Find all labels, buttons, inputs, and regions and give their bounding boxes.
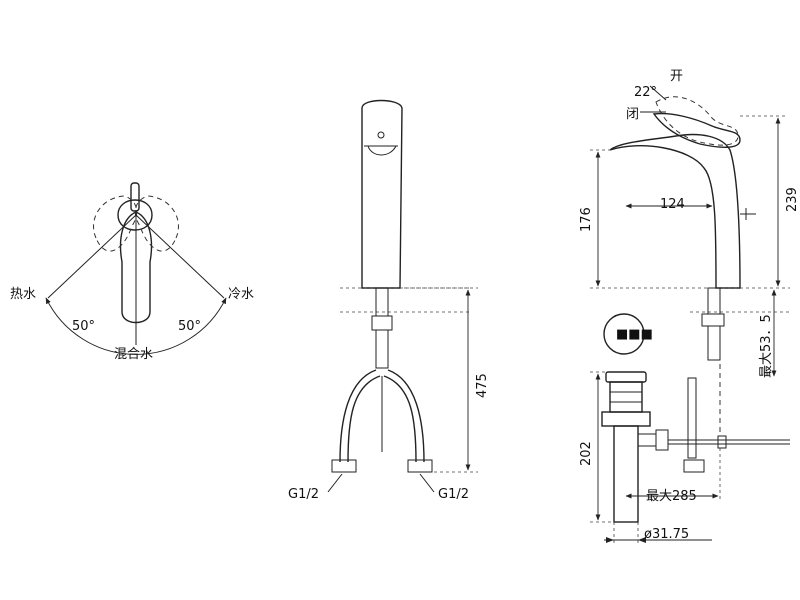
hose-right-front-inner: [383, 375, 417, 463]
hose-nut-right: [407, 459, 433, 473]
drain-cap-top: [603, 313, 645, 355]
side-view: 开 22° 闭 176 124 239 最大53．5 ■■■: [579, 69, 800, 546]
swing-arc: [45, 297, 227, 355]
radial-left: [47, 214, 137, 299]
radial-right: [135, 214, 225, 299]
closed-label: 闭: [626, 107, 639, 122]
clevis-clip: [717, 435, 727, 449]
aerator-front: [377, 131, 385, 139]
handle-base-top: [117, 199, 153, 231]
dim-202-label: 202: [579, 441, 594, 466]
clevis-strap: [687, 377, 697, 459]
thread-right-label: G1/2: [438, 487, 469, 502]
hose-nut-left: [331, 459, 357, 473]
dim-176-label: 176: [579, 207, 594, 232]
drain-nut: [601, 411, 651, 427]
lock-nut-front: [371, 315, 393, 331]
dim-53-label: 最大53．5: [759, 314, 774, 378]
popup-drain-assembly: [601, 364, 790, 523]
thread-front: [375, 329, 389, 369]
dim-239-label: 239: [785, 187, 800, 212]
dia-arrow-right: [638, 537, 646, 543]
drain-tailpiece: [613, 425, 639, 523]
faucet-body-front: [361, 99, 403, 289]
spout-top-outline: [119, 211, 153, 324]
hose-left-front: [339, 369, 377, 463]
top-view: 热水 冷水 50° 50° 混合水: [10, 182, 254, 362]
rod-nut: [655, 429, 669, 451]
lock-nut-side: [701, 313, 725, 327]
drain-body-upper: [609, 381, 643, 413]
hose-nut-side: [683, 459, 705, 473]
angle-left-label: 50°: [72, 319, 95, 334]
rod-housing: [637, 433, 657, 447]
tilt-line-open: [649, 85, 667, 101]
angle-right-label: 50°: [178, 319, 201, 334]
thread-side: [707, 325, 721, 361]
handle-hot-position: [93, 195, 138, 252]
leader-right: [419, 473, 435, 493]
dim-475-label: 475: [475, 373, 490, 398]
cold-water-label: 冷水: [228, 287, 254, 302]
front-view: 475 G1/2 G1/2: [288, 99, 490, 502]
spout-nose-front: [367, 145, 397, 156]
handle-open-position: [655, 96, 739, 146]
dim-285-label: 最大285: [646, 489, 697, 504]
dia-arrow-left: [606, 537, 614, 543]
dim-124-label: 124: [660, 197, 685, 212]
leader-left: [327, 473, 343, 493]
handle-cold-position: [134, 195, 179, 252]
drain-cap-logo: ■■■: [616, 327, 653, 342]
hose-left-front-inner: [347, 375, 381, 463]
drain-flange: [605, 371, 647, 383]
tilt-angle-label: 22°: [634, 85, 657, 100]
hose-right-front: [387, 369, 425, 463]
mixed-water-label: 混合水: [114, 347, 153, 362]
open-label: 开: [670, 69, 683, 84]
handle-closed-position: [652, 112, 741, 148]
hot-water-label: 热水: [10, 287, 36, 302]
shank-side: [707, 287, 721, 315]
dim-diameter-label: ø31.75: [644, 527, 689, 542]
faucet-body-side: [609, 133, 741, 289]
handle-lever-top: [130, 182, 140, 212]
thread-left-label: G1/2: [288, 487, 319, 502]
